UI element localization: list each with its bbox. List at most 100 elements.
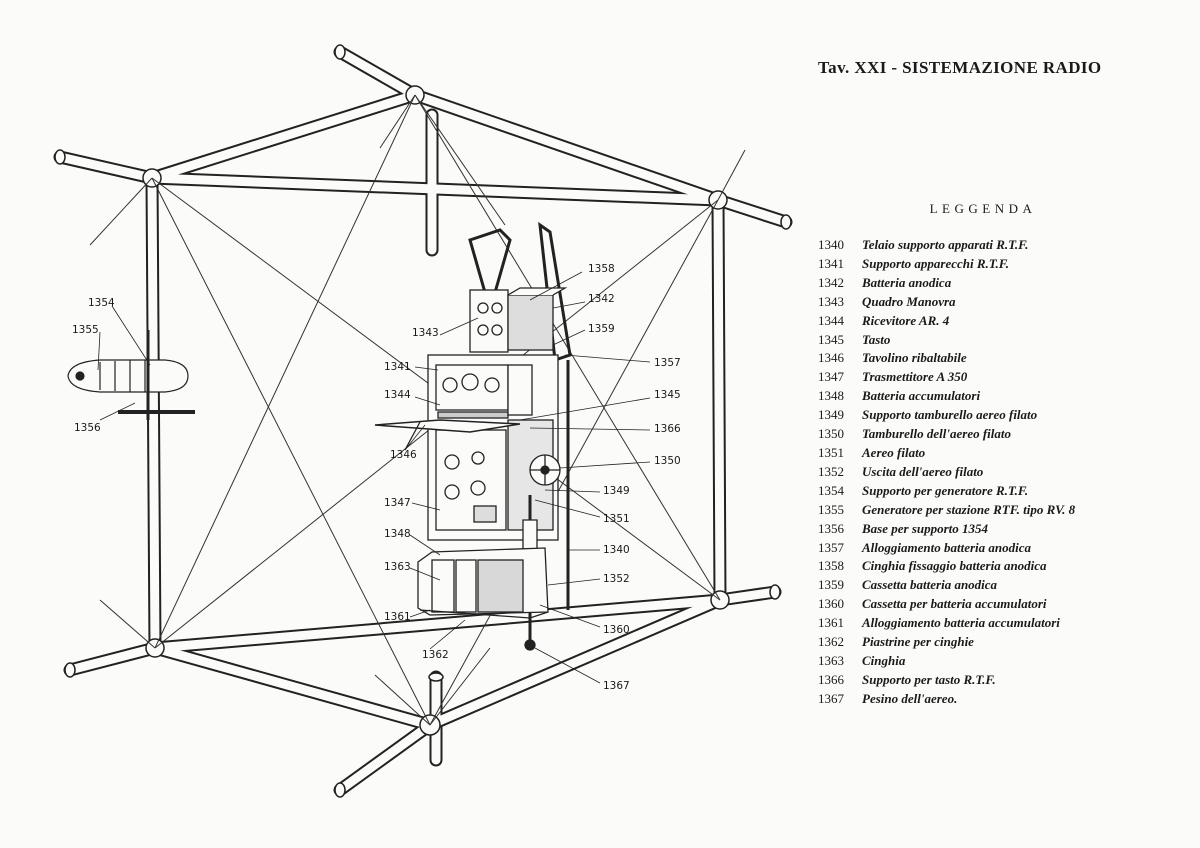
- legend-text: Aereo filato: [862, 444, 926, 460]
- legend-number: 1359: [818, 577, 844, 593]
- legend-item: 1366 Supporto per tasto R.T.F.: [818, 671, 1075, 690]
- callout-1359: 1359: [588, 323, 615, 335]
- callout-1361: 1361: [384, 611, 411, 623]
- callout-1341: 1341: [384, 361, 411, 373]
- callout-1355: 1355: [72, 324, 99, 336]
- legend-item: 1350 Tamburello dell'aereo filato: [818, 425, 1075, 444]
- legend-item: 1340 Telaio supporto apparati R.T.F.: [818, 236, 1075, 255]
- legend-text: Tamburello dell'aereo filato: [862, 426, 1012, 442]
- legend-item: 1341 Supporto apparecchi R.T.F.: [818, 255, 1075, 274]
- legend-number: 1344: [818, 312, 844, 328]
- callout-1343: 1343: [412, 327, 439, 339]
- legend-text: Base per supporto 1354: [862, 520, 989, 536]
- legend-number: 1363: [818, 652, 844, 668]
- callout-1349: 1349: [603, 485, 630, 497]
- legend-number: 1360: [818, 596, 844, 612]
- legend-number: 1358: [818, 558, 844, 574]
- legend-list: 1340 Telaio supporto apparati R.T.F. 1341…: [818, 236, 1075, 709]
- legend-text: Supporto tamburello aereo filato: [862, 407, 1038, 423]
- legend-number: 1349: [818, 407, 844, 423]
- callout-1358: 1358: [588, 263, 615, 275]
- legend-number: 1351: [818, 444, 844, 460]
- legend-number: 1348: [818, 388, 844, 404]
- plate-title: Tav. XXI - SISTEMAZIONE RADIO: [818, 58, 1102, 77]
- callout-labels: 1354 1355 1356 1358 1342 1359 1343 1341 …: [72, 263, 681, 692]
- legend-item: 1342 Batteria anodica: [818, 274, 1075, 293]
- legend-item: 1361 Alloggiamento batteria accumulatori: [818, 614, 1075, 633]
- callout-1357: 1357: [654, 357, 681, 369]
- legend-number: 1366: [818, 671, 844, 687]
- legend-text: Ricevitore AR. 4: [862, 312, 950, 328]
- legend-number: 1362: [818, 634, 844, 650]
- callout-1346: 1346: [390, 449, 417, 461]
- legend-number: 1346: [818, 350, 844, 366]
- legend-item: 1357 Alloggiamento batteria anodica: [818, 539, 1075, 558]
- legend-text: Generatore per stazione RTF. tipo RV. 8: [862, 501, 1076, 517]
- legend-heading: LEGGENDA: [929, 201, 1037, 216]
- radio-rack: [374, 221, 572, 651]
- legend-text: Tasto: [862, 331, 891, 347]
- legend-text: Telaio supporto apparati R.T.F.: [862, 237, 1029, 252]
- legend-text: Cassetta per batteria accumulatori: [862, 596, 1047, 612]
- legend-number: 1345: [818, 331, 844, 347]
- legend-number: 1341: [818, 255, 844, 271]
- callout-1352: 1352: [603, 573, 630, 585]
- legend-text: Supporto per tasto R.T.F.: [862, 671, 996, 687]
- legend-number: 1357: [818, 539, 844, 555]
- legend-item: 1367 Pesino dell'aereo.: [818, 690, 1075, 709]
- callout-1350: 1350: [654, 455, 681, 467]
- legend-text: Batteria accumulatori: [862, 388, 981, 404]
- callout-1363: 1363: [384, 561, 411, 573]
- legend-number: 1342: [818, 274, 844, 290]
- callout-1360: 1360: [603, 624, 630, 636]
- legend-number: 1361: [818, 615, 844, 631]
- legend-number: 1343: [818, 293, 844, 309]
- legend-number: 1354: [818, 482, 844, 498]
- leader-lines: [97, 271, 651, 684]
- radio-installation-drawing: 1354 1355 1356 1358 1342 1359 1343 1341 …: [53, 44, 793, 798]
- legend-number: 1347: [818, 369, 844, 385]
- legend-item: 1344 Ricevitore AR. 4: [818, 312, 1075, 331]
- legend-text: Pesino dell'aereo.: [862, 690, 958, 706]
- legend-number: 1367: [818, 690, 844, 706]
- callout-1356: 1356: [74, 422, 101, 434]
- legend-text: Batteria anodica: [862, 274, 952, 290]
- callout-1345: 1345: [654, 389, 681, 401]
- generator-unit: [67, 330, 195, 420]
- legend-number: 1340: [818, 237, 844, 252]
- callout-1366: 1366: [654, 423, 681, 435]
- legend-item: 1358 Cinghia fissaggio batteria anodica: [818, 557, 1075, 576]
- callout-1344: 1344: [384, 389, 411, 401]
- legend-number: 1352: [818, 463, 844, 479]
- callout-1348: 1348: [384, 528, 411, 540]
- legend-item: 1347 Trasmettitore A 350: [818, 368, 1075, 387]
- legend-text: Trasmettitore A 350: [862, 369, 968, 385]
- callout-1367: 1367: [603, 680, 630, 692]
- legend-item: 1349 Supporto tamburello aereo filato: [818, 406, 1075, 425]
- legend-number: 1355: [818, 501, 844, 517]
- legend-text: Piastrine per cinghie: [862, 634, 974, 650]
- legend-text: Supporto apparecchi R.T.F.: [862, 255, 1010, 271]
- callout-1340: 1340: [603, 544, 630, 556]
- legend-item: 1345 Tasto: [818, 331, 1075, 350]
- legend-text: Cinghia fissaggio batteria anodica: [862, 558, 1047, 574]
- legend-text: Alloggiamento batteria accumulatori: [862, 615, 1060, 631]
- legend-text: Uscita dell'aereo filato: [862, 463, 984, 479]
- callout-1354: 1354: [88, 297, 115, 309]
- legend-item: 1359 Cassetta batteria anodica: [818, 576, 1075, 595]
- legend-item: 1355 Generatore per stazione RTF. tipo RV…: [818, 501, 1075, 520]
- callout-1362: 1362: [422, 649, 449, 661]
- legend-item: 1351 Aereo filato: [818, 444, 1075, 463]
- legend-number: 1350: [818, 426, 844, 442]
- legend-text: Cassetta batteria anodica: [862, 577, 998, 593]
- tubular-frame: [53, 44, 793, 798]
- legend-text: Alloggiamento batteria anodica: [862, 539, 1032, 555]
- legend-item: 1362 Piastrine per cinghie: [818, 633, 1075, 652]
- callout-1351: 1351: [603, 513, 630, 525]
- callout-1342: 1342: [588, 293, 615, 305]
